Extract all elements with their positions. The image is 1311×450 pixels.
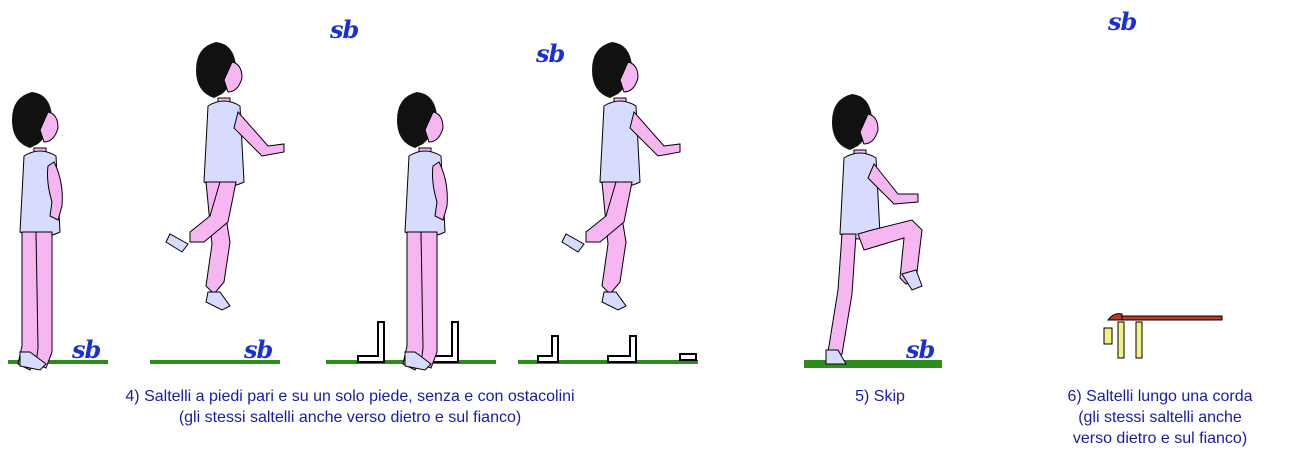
caption-exercise-6: 6) Saltelli lungo una corda (gli stessi …	[1030, 386, 1290, 449]
caption-4-line-2: (gli stessi saltelli anche verso dietro …	[90, 407, 610, 428]
bench-icon	[1104, 314, 1222, 358]
watermark-sb: sb	[1108, 10, 1136, 34]
watermark-sb: sb	[536, 42, 564, 66]
caption-exercise-5: 5) Skip	[820, 386, 940, 407]
watermark-sb: sb	[244, 338, 272, 362]
caption-exercise-4: 4) Saltelli a piedi pari e su un solo pi…	[90, 386, 610, 428]
caption-6-line-3: verso dietro e sul fianco)	[1030, 428, 1290, 449]
watermark-sb: sb	[906, 338, 934, 362]
watermark-sb: sb	[330, 18, 358, 42]
caption-6-line-1: 6) Saltelli lungo una corda	[1030, 386, 1290, 407]
watermark-sb: sb	[72, 338, 100, 362]
caption-6-line-2: (gli stessi saltelli anche	[1030, 407, 1290, 428]
caption-4-line-1: 4) Saltelli a piedi pari e su un solo pi…	[90, 386, 610, 407]
caption-5-line-1: 5) Skip	[820, 386, 940, 407]
